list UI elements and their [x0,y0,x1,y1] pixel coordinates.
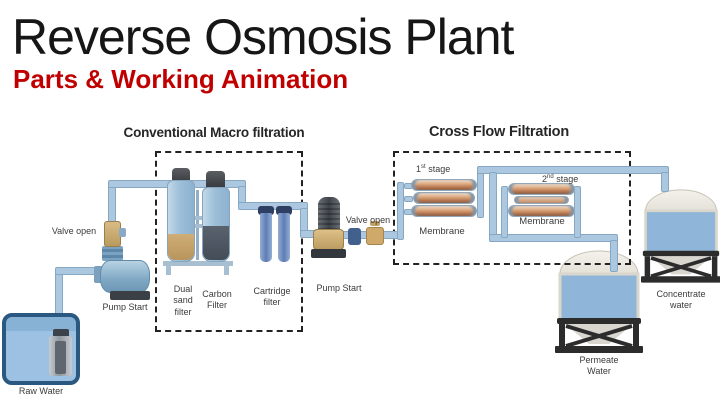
cross-flow-box [393,151,631,265]
cross-flow-header: Cross Flow Filtration [428,124,569,140]
feed-pump [100,260,150,293]
high-pressure-pump [313,229,344,250]
hp-pump-motor [318,197,340,231]
feed-valve-handle [119,228,126,237]
pipe-stage2-right-manifold [574,186,581,238]
dual-sand-filter-label: Dual sand filter [173,284,193,317]
cartridge-filter-2 [278,213,290,262]
brass-valve [366,227,384,245]
raw-water-label: Raw Water [18,386,64,396]
submersible-pump-core [55,341,66,374]
feed-pump-flange [102,246,123,261]
pump-start-label-2: Pump Start [316,283,362,293]
valve-open-label-2: Valve open [345,215,391,225]
filter-crossbar [190,224,208,228]
pump-start-label-1: Pump Start [102,302,148,312]
brass-valve-handle [370,221,380,226]
membrane-stage2-3 [508,205,575,217]
permeate-tank [555,250,643,353]
submersible-pump-cap [53,329,69,338]
stage1-label: 1st stage [416,164,451,174]
feed-pump-base [110,291,150,300]
pipe-concentrate-drop [661,172,669,192]
filter-stand [163,261,233,266]
pipe-concentrate-run [477,166,669,174]
hp-pump-base [311,249,346,258]
pipe-stage2-left-manifold [501,186,508,238]
pipe-stage1-right-manifold [477,170,484,218]
membrane-stage1-1 [411,179,477,191]
membrane-stage2-1 [508,183,575,195]
cartridge-filter-label: Cartridge filter [253,286,291,308]
pipe-interstage-drop [489,172,497,242]
macro-filtration-header: Conventional Macro filtration [123,125,305,140]
cartridge-filter-cap [276,206,292,215]
page-title: Reverse Osmosis Plant [12,9,514,65]
cartridge-filter-cap [258,206,274,215]
membrane-stage1-3 [411,205,477,217]
macro-filtration-box [155,151,303,332]
pipe-stage1-left-manifold [397,182,404,240]
carbon-filter-label: Carbon Filter [202,289,232,311]
hp-pump-fins [318,203,340,229]
sand-media [168,234,194,260]
membrane-label-stage2: Membrane [519,216,565,227]
valve-open-label-1: Valve open [51,226,97,236]
membrane-stage2-2 [514,196,569,204]
membrane-stage1-2 [413,192,475,204]
membrane-label-stage1: Membrane [419,226,465,237]
carbon-media [203,226,229,260]
feed-pump-inlet [94,266,103,283]
permeate-water-label: Permeate Water [579,355,619,377]
concentrate-tank [641,189,720,283]
concentrate-water-label: Concentrate water [656,289,706,311]
filter-crossbar [190,216,208,220]
filter-stand-leg [166,266,171,275]
cartridge-filter-1 [260,213,272,262]
page-subtitle: Parts & Working Animation [13,64,349,94]
pipe-permeate-drop [610,240,618,272]
carbon-filter-cap [206,171,225,189]
filter-stand-leg [224,266,229,275]
blue-valve [348,228,361,245]
pipe-permeate-run [489,234,618,242]
stage2-label: 2nd stage [542,174,579,184]
pipe-stub [404,196,413,202]
